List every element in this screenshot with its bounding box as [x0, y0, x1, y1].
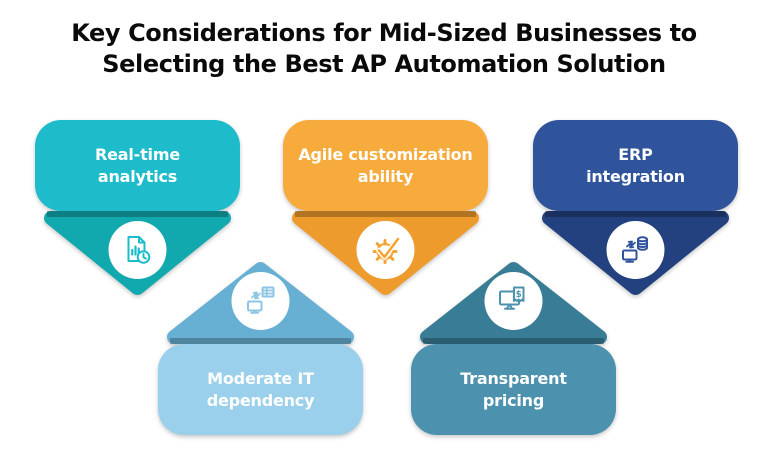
card-moderate-it-dependency: Moderate IT dependency — [158, 257, 363, 439]
card-label-line-2: analytics — [97, 166, 178, 186]
card-agile-customization: Agile customization ability — [283, 120, 488, 302]
card-body — [158, 344, 363, 435]
card-body — [533, 120, 738, 211]
card-body — [283, 120, 488, 211]
erp-sync-icon — [622, 236, 648, 263]
card-seam — [295, 211, 476, 217]
card-real-time-analytics: Real-time analytics — [35, 120, 240, 302]
icon-circle — [356, 221, 415, 279]
card-label: ERP integration — [533, 120, 738, 211]
card-seam — [170, 338, 351, 344]
card-label-line-1: Moderate IT — [207, 369, 314, 389]
dollar-glyph: $ — [516, 290, 522, 300]
pricing-monitor-icon: $ — [499, 286, 525, 310]
report-clock-icon — [127, 236, 151, 264]
card-seam — [545, 211, 726, 217]
card-label: Real-time analytics — [35, 120, 240, 211]
infographic-title: Key Considerations for Mid-Sized Busines… — [0, 18, 768, 79]
card-label-line-1: Transparent — [460, 369, 567, 389]
card-seam — [423, 338, 604, 344]
icon-circle — [108, 221, 167, 279]
card-shape — [35, 120, 240, 295]
system-sync-icon — [247, 286, 275, 314]
card-label-line-2: integration — [586, 166, 685, 186]
card-transparent-pricing: $ Transparent pricing — [411, 257, 616, 439]
card-label-line-2: pricing — [482, 390, 545, 410]
card-shape — [533, 120, 738, 295]
card-erp-integration: ERP integration — [533, 120, 738, 302]
card-label-line-1: ERP — [618, 145, 653, 165]
card-label-line-2: ability — [357, 166, 414, 186]
card-label: Transparent pricing — [411, 344, 616, 435]
card-label: Agile customization ability — [283, 120, 488, 211]
card-label-line-1: Agile customization — [298, 145, 473, 165]
card-shape: $ — [411, 262, 616, 435]
card-shape — [158, 262, 363, 435]
card-body — [411, 344, 616, 435]
title-line-2: Selecting the Best AP Automation Solutio… — [102, 49, 666, 78]
card-body — [35, 120, 240, 211]
card-label-line-2: dependency — [206, 390, 315, 410]
card-shape — [283, 120, 488, 295]
card-label: Moderate IT dependency — [158, 344, 363, 435]
gear-check-icon — [372, 236, 401, 264]
title-line-1: Key Considerations for Mid-Sized Busines… — [71, 19, 697, 47]
card-seam — [47, 211, 228, 217]
card-label-line-1: Real-time — [95, 145, 180, 165]
